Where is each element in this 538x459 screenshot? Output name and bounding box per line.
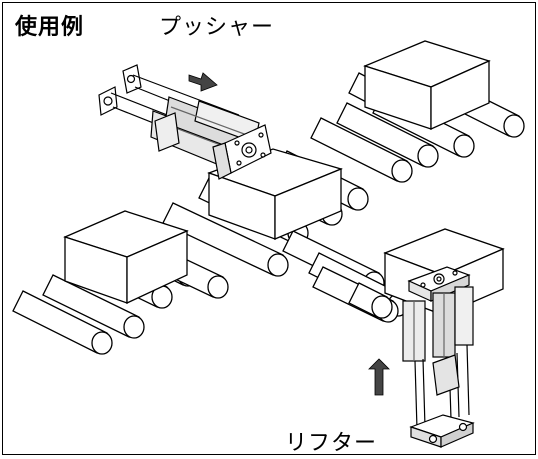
roller <box>42 274 145 339</box>
roller <box>336 102 439 168</box>
usage-illustration <box>12 40 525 448</box>
lifter-label: リフター <box>285 431 378 455</box>
diagram-frame: 使用例 プッシャー リフター <box>2 2 536 455</box>
workpiece-box <box>363 40 491 131</box>
roller <box>12 290 113 355</box>
pusher-cylinder <box>98 64 272 180</box>
conveyor-bottom-left <box>12 210 229 355</box>
pusher-label: プッシャー <box>159 15 275 40</box>
roller <box>162 202 289 277</box>
lifter-cylinder <box>402 266 475 448</box>
lift-arrow-icon <box>368 358 390 396</box>
push-arrow-icon <box>188 72 218 92</box>
conveyor-top-right <box>310 40 525 183</box>
roller <box>348 282 393 319</box>
workpiece-box <box>63 210 189 305</box>
roller <box>310 117 413 183</box>
usage-example-title: 使用例 <box>15 15 85 40</box>
